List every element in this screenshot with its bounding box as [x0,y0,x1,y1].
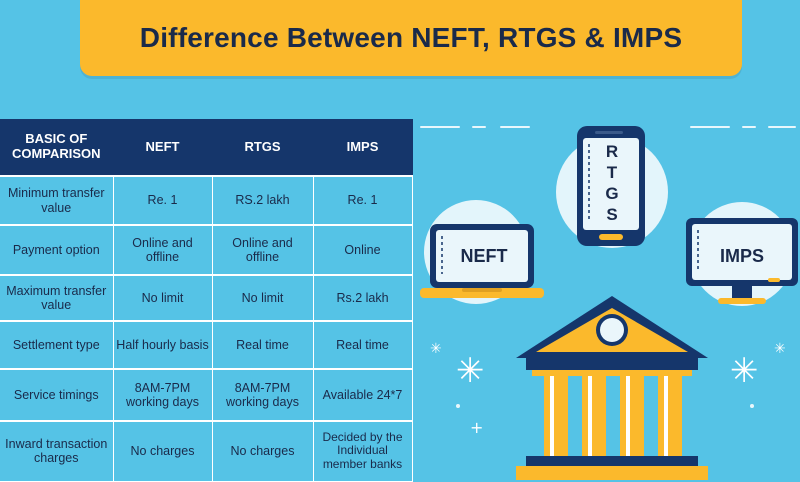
decorative-dash [472,126,486,128]
phone-letter-s: S [606,205,618,224]
decorative-dash [500,126,530,128]
sparkle-icon: ✳ [430,341,442,357]
rtgs-cell: No limit [211,274,314,322]
phone-letter-t: T [606,163,618,182]
neft-cell: 8AM-7PM working days [112,368,213,422]
decorative-dash [742,126,756,128]
imps-cell: Decided by the Individual member banks [312,420,413,482]
table-row: Payment option Online and offline Online… [0,224,413,276]
imps-cell: Real time [312,320,413,370]
neft-cell: Online and offline [112,224,213,276]
table-row: Maximum transfer value No limit No limit… [0,274,413,322]
header-imps: IMPS [313,119,413,176]
decorative-dot [456,404,460,408]
decorative-dot [750,404,754,408]
imps-cell: Available 24*7 [312,368,413,422]
row-label: Maximum transfer value [0,274,114,322]
row-label: Settlement type [0,320,114,370]
row-label: Service timings [0,368,114,422]
table-row: Inward transaction charges No charges No… [0,420,413,482]
comparison-table: BASIC OF COMPARISON NEFT RTGS IMPS Minim… [0,119,413,482]
header-basis: BASIC OF COMPARISON [0,119,114,176]
imps-cell: Online [312,224,413,276]
rtgs-cell: Online and offline [211,224,314,276]
row-label: Payment option [0,224,114,276]
neft-cell: Re. 1 [112,175,213,226]
imps-cell: Re. 1 [312,175,413,226]
neft-cell: No charges [112,420,213,482]
phone-icon [577,126,645,246]
rtgs-cell: Real time [211,320,314,370]
header-rtgs: RTGS [212,119,314,176]
row-label: Minimum transfer value [0,175,114,226]
rtgs-cell: 8AM-7PM working days [211,368,314,422]
imps-cell: Rs.2 lakh [312,274,413,322]
rtgs-cell: No charges [211,420,314,482]
table-row: Settlement type Half hourly basis Real t… [0,320,413,370]
neft-cell: No limit [112,274,213,322]
decorative-dash [768,126,796,128]
laptop-label: NEFT [460,246,508,266]
monitor-label: IMPS [719,246,764,266]
laptop-icon [420,224,544,298]
phone-letter-r: R [605,142,619,161]
rtgs-cell: RS.2 lakh [211,175,314,226]
title-banner: Difference Between NEFT, RTGS & IMPS [80,0,742,76]
decorative-dash [690,126,730,128]
sparkle-icon: + [470,418,484,437]
neft-cell: Half hourly basis [112,320,213,370]
sparkle-icon: ✳ [456,351,485,391]
bank-building-icon [516,296,708,480]
decorative-dash [420,126,460,128]
table-row: Service timings 8AM-7PM working days 8AM… [0,368,413,422]
header-neft: NEFT [113,119,213,176]
table-row: Minimum transfer value Re. 1 RS.2 lakh R… [0,175,413,226]
table-header-row: BASIC OF COMPARISON NEFT RTGS IMPS [0,119,413,176]
sparkle-icon: ✳ [730,351,759,391]
row-label: Inward transaction charges [0,420,114,482]
sparkle-icon: ✳ [774,341,786,357]
page-title: Difference Between NEFT, RTGS & IMPS [139,22,683,53]
monitor-icon [686,218,798,304]
phone-letter-g: G [605,184,619,203]
